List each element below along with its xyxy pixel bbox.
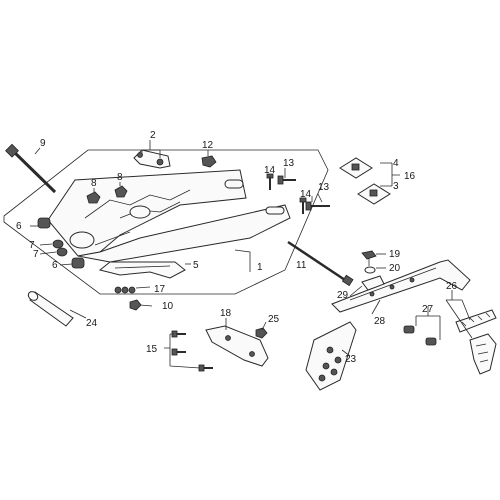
callout-7-a: 7 (29, 240, 35, 251)
part-2-bracket (133, 149, 171, 169)
callout-14-b: 14 (300, 189, 312, 200)
part-8-nut (86, 185, 128, 204)
part-26-chain (455, 309, 497, 375)
callout-5: 5 (193, 260, 199, 271)
callout-17: 17 (154, 284, 166, 295)
part-4-adjuster (339, 157, 373, 179)
callout-23: 23 (345, 354, 357, 365)
callout-7-b: 7 (33, 249, 39, 260)
leader-lines (30, 140, 473, 369)
callout-15: 15 (146, 344, 158, 355)
part-7-washers (52, 239, 68, 257)
part-19-bolt (361, 250, 377, 266)
part-3-adjuster (357, 183, 391, 205)
callout-2: 2 (150, 130, 156, 141)
part-24-tube (27, 291, 74, 327)
callout-26: 26 (446, 281, 458, 292)
part-25-nut (255, 327, 268, 339)
callout-3: 3 (393, 181, 399, 192)
callout-9: 9 (40, 138, 46, 149)
part-29-bracket (361, 275, 385, 291)
part-23-sprocket-cover (305, 321, 357, 391)
part-27-chain-joint (403, 325, 437, 346)
callout-25: 25 (268, 314, 280, 325)
callout-13-a: 13 (283, 158, 295, 169)
callout-6-b: 6 (52, 260, 58, 271)
callout-16: 16 (404, 171, 416, 182)
callout-4: 4 (393, 158, 399, 169)
part-10-nut (129, 299, 142, 311)
swingarm (47, 169, 291, 263)
part-9-bolt (5, 143, 57, 194)
part-6-bushings (37, 217, 85, 269)
callout-28: 28 (374, 316, 386, 327)
callout-12: 12 (202, 140, 214, 151)
callout-8-b: 8 (117, 172, 123, 183)
callout-8-a: 8 (91, 178, 97, 189)
swingarm-group-outline (3, 149, 329, 295)
part-28-chain-guide (331, 259, 471, 313)
callout-6-a: 6 (16, 221, 22, 232)
callout-1: 1 (257, 262, 263, 273)
callout-24: 24 (86, 318, 98, 329)
callout-13-b: 13 (318, 182, 330, 193)
callout-11: 11 (296, 260, 307, 271)
callout-10: 10 (162, 301, 174, 312)
part-17-bolts (114, 286, 136, 294)
part-13-bolts (277, 175, 330, 211)
part-15-screws (171, 330, 213, 372)
part-12-nut (201, 155, 217, 168)
part-5-chain-slider (98, 261, 186, 279)
part-11-axle (287, 240, 354, 287)
callout-18: 18 (220, 308, 232, 319)
callout-19: 19 (389, 249, 401, 260)
part-18-guard (205, 325, 269, 367)
callout-29: 29 (337, 290, 349, 301)
callout-14-a: 14 (264, 165, 276, 176)
part-20-washer (364, 266, 376, 274)
callout-20: 20 (389, 263, 401, 274)
callout-27: 27 (422, 304, 434, 315)
